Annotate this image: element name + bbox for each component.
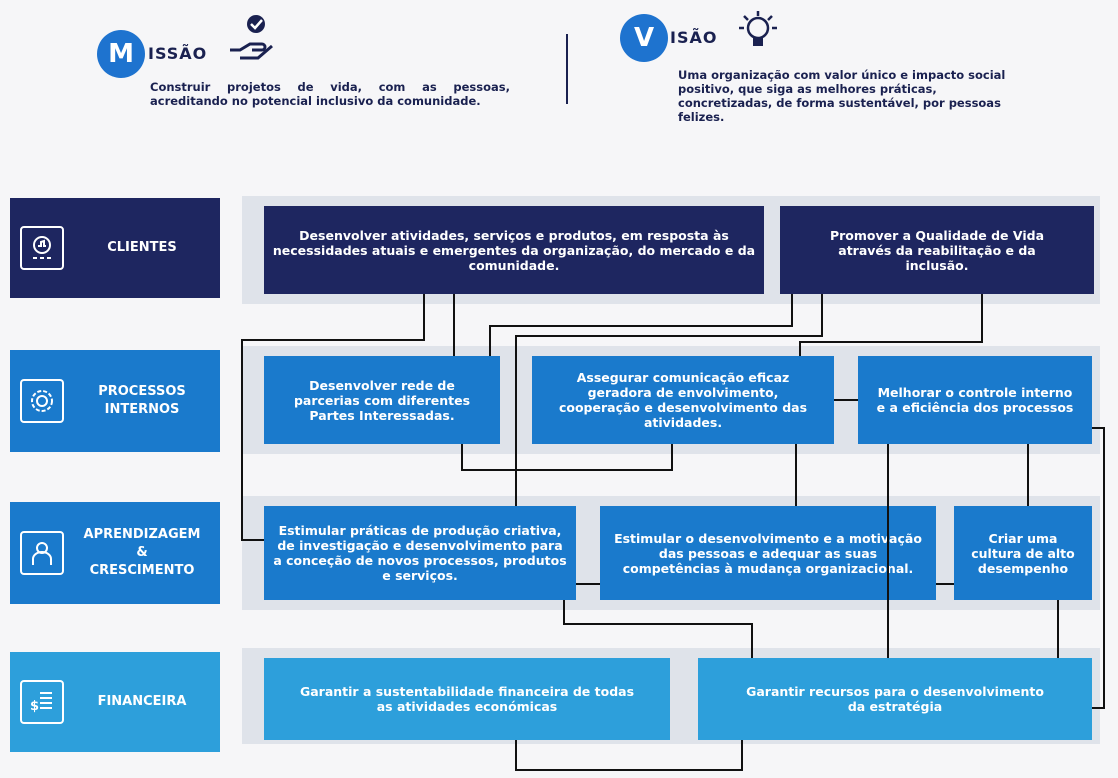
connector <box>563 600 753 658</box>
connector <box>489 294 793 356</box>
objective-aprendizagem-2: Estimular o desenvolvimento e a motivaçã… <box>600 506 936 600</box>
missao-title: ISSÃO <box>148 44 208 63</box>
objective-clientes-2: Promover a Qualidade de Vida através da … <box>780 206 1094 294</box>
thumbs-up-icon <box>20 226 64 270</box>
objective-processos-2: Assegurar comunicação eficaz geradora de… <box>532 356 834 444</box>
visao-title: ISÃO <box>670 28 718 47</box>
perspective-clientes: CLIENTES <box>10 198 220 298</box>
objective-financeira-1: Garantir a sustentabilidade financeira d… <box>264 658 670 740</box>
svg-text:$: $ <box>30 699 39 714</box>
perspective-label: FINANCEIRA <box>97 694 187 709</box>
header-divider <box>566 34 568 104</box>
objective-aprendizagem-1: Estimular práticas de produção criativa,… <box>264 506 576 600</box>
visao-initial-badge: V <box>620 14 668 62</box>
connector <box>241 294 425 541</box>
connector <box>461 444 673 471</box>
perspective-label: CLIENTES <box>107 240 177 255</box>
connector <box>515 740 743 771</box>
gear-icon <box>20 379 64 423</box>
connector <box>1092 427 1105 709</box>
objective-clientes-1: Desenvolver atividades, serviços e produ… <box>264 206 764 294</box>
connector <box>515 294 823 506</box>
perspective-label: APRENDIZAGEM&CRESCIMENTO <box>83 527 201 578</box>
missao-initial-badge: M <box>97 30 145 78</box>
person-icon <box>20 531 64 575</box>
connector <box>799 294 983 356</box>
objective-aprendizagem-3: Criar uma cultura de alto desempenho <box>954 506 1092 600</box>
visao-text: Uma organização com valor único e impact… <box>678 68 1006 124</box>
perspective-financeira: $ FINANCEIRA <box>10 652 220 752</box>
lightbulb-icon <box>736 8 780 54</box>
objective-processos-1: Desenvolver rede de parcerias com difere… <box>264 356 500 444</box>
hand-check-icon <box>228 12 274 62</box>
missao-text: Construir projetos de vida, com as pesso… <box>150 80 510 108</box>
money-icon: $ <box>20 680 64 724</box>
objective-processos-3: Melhorar o controle interno e a eficiênc… <box>858 356 1092 444</box>
objective-financeira-2: Garantir recursos para o desenvolvimento… <box>698 658 1092 740</box>
perspective-aprendizagem: APRENDIZAGEM&CRESCIMENTO <box>10 502 220 604</box>
